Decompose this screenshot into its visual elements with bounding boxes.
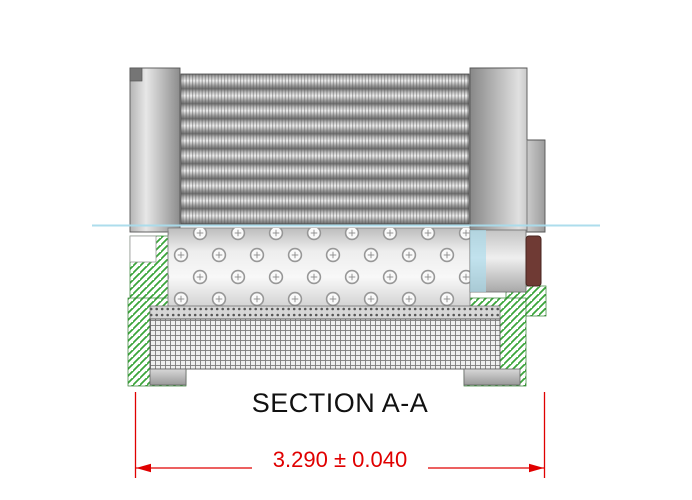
dimension	[134, 392, 546, 478]
mesh-screen	[149, 318, 501, 370]
cap-notch	[129, 235, 157, 263]
dimension-label: 3.290 ± 0.040	[272, 447, 408, 472]
bottom-tab-right	[463, 368, 521, 386]
end-cap-right	[469, 67, 546, 233]
section-label: SECTION A-A	[251, 388, 429, 418]
filter-media-pleats	[180, 73, 470, 225]
right-hub-cylinder	[469, 229, 527, 293]
perforation-holes	[168, 228, 470, 310]
bottom-tab-left	[149, 368, 187, 386]
seal-oring	[525, 235, 542, 287]
end-cap-left	[129, 67, 181, 233]
perforated-core-tube	[167, 227, 471, 311]
knurl-band	[149, 305, 501, 320]
arrowhead-left	[136, 463, 151, 473]
arrowhead-right	[529, 463, 544, 473]
